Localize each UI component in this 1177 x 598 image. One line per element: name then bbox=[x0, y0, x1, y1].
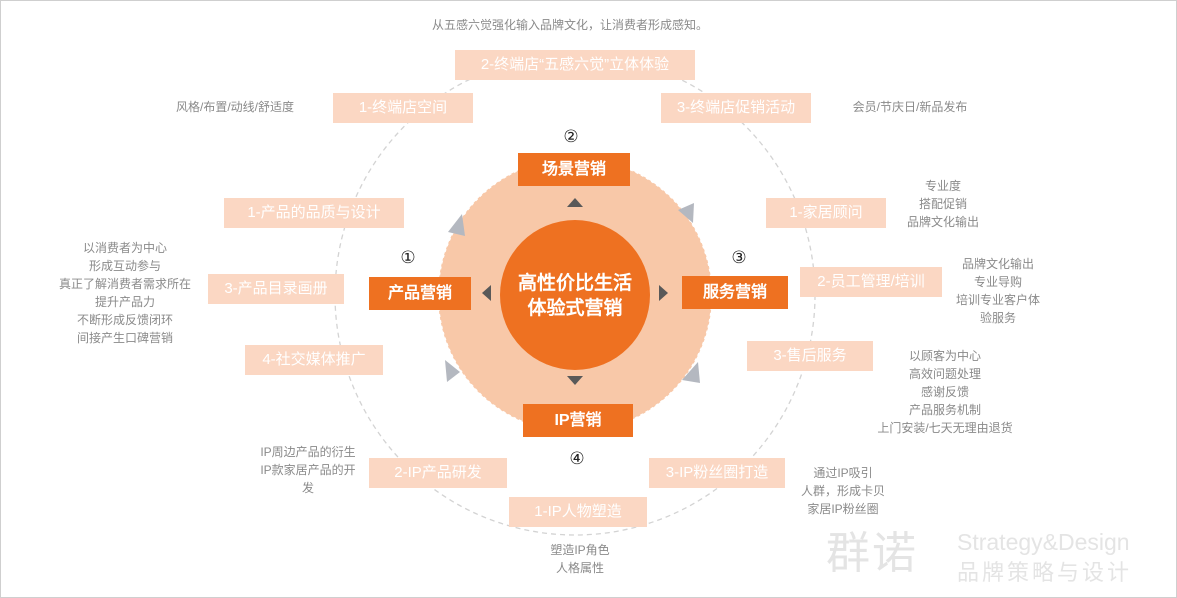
center-title: 高性价比生活 体验式营销 bbox=[500, 236, 650, 356]
service-item-2-note: 品牌文化输出 专业导购 培训专业客户体 验服务 bbox=[948, 255, 1048, 327]
service-note-line: 专业导购 bbox=[973, 275, 1022, 289]
product-note-line: 真正了解消费者需求所在 bbox=[58, 277, 191, 291]
ip-note-line: 人群，形成卡贝 bbox=[800, 484, 885, 498]
watermark-subtitle: 品牌策略与设计 bbox=[957, 560, 1133, 585]
product-item-1: 1-产品的品质与设计 bbox=[224, 198, 404, 228]
ip-item-2-note: IP周边产品的衍生 IP款家居产品的开 发 bbox=[248, 443, 368, 497]
service-note-line: 培训专业客户体 bbox=[955, 293, 1040, 307]
scene-item-3-note: 会员/节庆日/新品发布 bbox=[852, 100, 968, 114]
center-title-line2: 体验式营销 bbox=[527, 298, 623, 319]
service-note-line: 搭配促销 bbox=[918, 197, 967, 211]
arrow-right-icon bbox=[659, 285, 668, 301]
service-item-3-note: 以顾客为中心 高效问题处理 感谢反馈 产品服务机制 上门安装/七天无理由退货 bbox=[870, 347, 1020, 437]
service-note-line: 高效问题处理 bbox=[908, 367, 981, 381]
flow-arrow-icon bbox=[678, 203, 694, 223]
service-item-1-note: 专业度 搭配促销 品牌文化输出 bbox=[893, 177, 993, 231]
scene-marketing-box: 场景营销 bbox=[518, 153, 630, 186]
product-note-line: 以消费者为中心 bbox=[82, 241, 167, 255]
service-item-3: 3-售后服务 bbox=[747, 341, 873, 371]
ip-marketing-box: IP营销 bbox=[523, 404, 633, 437]
number-badge-ip: ④ bbox=[569, 449, 585, 468]
ip-note-line: IP周边产品的衍生 bbox=[260, 445, 356, 459]
flow-arrow-icon bbox=[448, 214, 465, 236]
product-note-line: 不断形成反馈闭环 bbox=[76, 313, 173, 327]
service-item-2: 2-员工管理/培训 bbox=[800, 267, 942, 297]
service-note-line: 品牌文化输出 bbox=[961, 257, 1034, 271]
service-note-line: 专业度 bbox=[924, 179, 961, 193]
product-note: 以消费者为中心 形成互动参与 真正了解消费者需求所在 提升产品力 不断形成反馈闭… bbox=[45, 239, 205, 347]
product-note-line: 提升产品力 bbox=[94, 295, 155, 309]
service-item-1: 1-家居顾问 bbox=[766, 198, 886, 228]
product-item-4: 4-社交媒体推广 bbox=[245, 345, 383, 375]
ip-note-line: 家居IP粉丝圈 bbox=[807, 502, 879, 516]
number-badge-product: ① bbox=[400, 248, 416, 267]
scene-item-2: 2-终端店“五感六觉”立体体验 bbox=[455, 50, 695, 80]
arrow-up-icon bbox=[567, 198, 583, 207]
ip-item-3-note: 通过IP吸引 人群，形成卡贝 家居IP粉丝圈 bbox=[793, 464, 893, 518]
ip-note-line: 发 bbox=[301, 481, 314, 495]
service-note-line: 上门安装/七天无理由退货 bbox=[877, 421, 1013, 435]
product-note-line: 形成互动参与 bbox=[88, 259, 161, 273]
scene-item-1-note: 风格/布置/动线/舒适度 bbox=[175, 100, 294, 114]
watermark-logo: 群诺 bbox=[826, 529, 918, 578]
watermark-english: Strategy&Design bbox=[957, 529, 1130, 555]
product-marketing-box: 产品营销 bbox=[369, 277, 471, 310]
ip-item-1: 1-IP人物塑造 bbox=[509, 497, 647, 527]
service-note-line: 验服务 bbox=[979, 311, 1016, 325]
ip-note-line: IP款家居产品的开 bbox=[260, 463, 356, 477]
service-note-line: 产品服务机制 bbox=[908, 403, 981, 417]
scene-top-note: 从五感六觉强化输入品牌文化，让消费者形成感知。 bbox=[431, 18, 708, 32]
product-item-3: 3-产品目录画册 bbox=[208, 274, 344, 304]
service-note-line: 品牌文化输出 bbox=[906, 215, 979, 229]
ip-item-1-note: 塑造IP角色 人格属性 bbox=[530, 541, 630, 577]
service-marketing-box: 服务营销 bbox=[682, 276, 788, 309]
ip-item-3: 3-IP粉丝圈打造 bbox=[649, 458, 785, 488]
ip-note-line: 人格属性 bbox=[555, 561, 604, 575]
center-circle bbox=[500, 220, 650, 370]
ip-item-2: 2-IP产品研发 bbox=[369, 458, 507, 488]
number-badge-scene: ② bbox=[563, 127, 579, 146]
flow-arrow-icon bbox=[445, 360, 460, 382]
scene-item-1: 1-终端店空间 bbox=[333, 93, 473, 123]
flow-arrow-icon bbox=[682, 362, 700, 383]
arrow-left-icon bbox=[482, 285, 491, 301]
center-title-line1: 高性价比生活 bbox=[517, 273, 632, 294]
service-note-line: 以顾客为中心 bbox=[908, 349, 981, 363]
product-note-line: 间接产生口碑营销 bbox=[76, 331, 173, 345]
ip-note-line: 塑造IP角色 bbox=[550, 543, 610, 557]
scene-item-3: 3-终端店促销活动 bbox=[661, 93, 811, 123]
number-badge-service: ③ bbox=[731, 248, 747, 267]
ip-note-line: 通过IP吸引 bbox=[813, 466, 873, 480]
service-note-line: 感谢反馈 bbox=[920, 385, 969, 399]
arrow-down-icon bbox=[567, 376, 583, 385]
